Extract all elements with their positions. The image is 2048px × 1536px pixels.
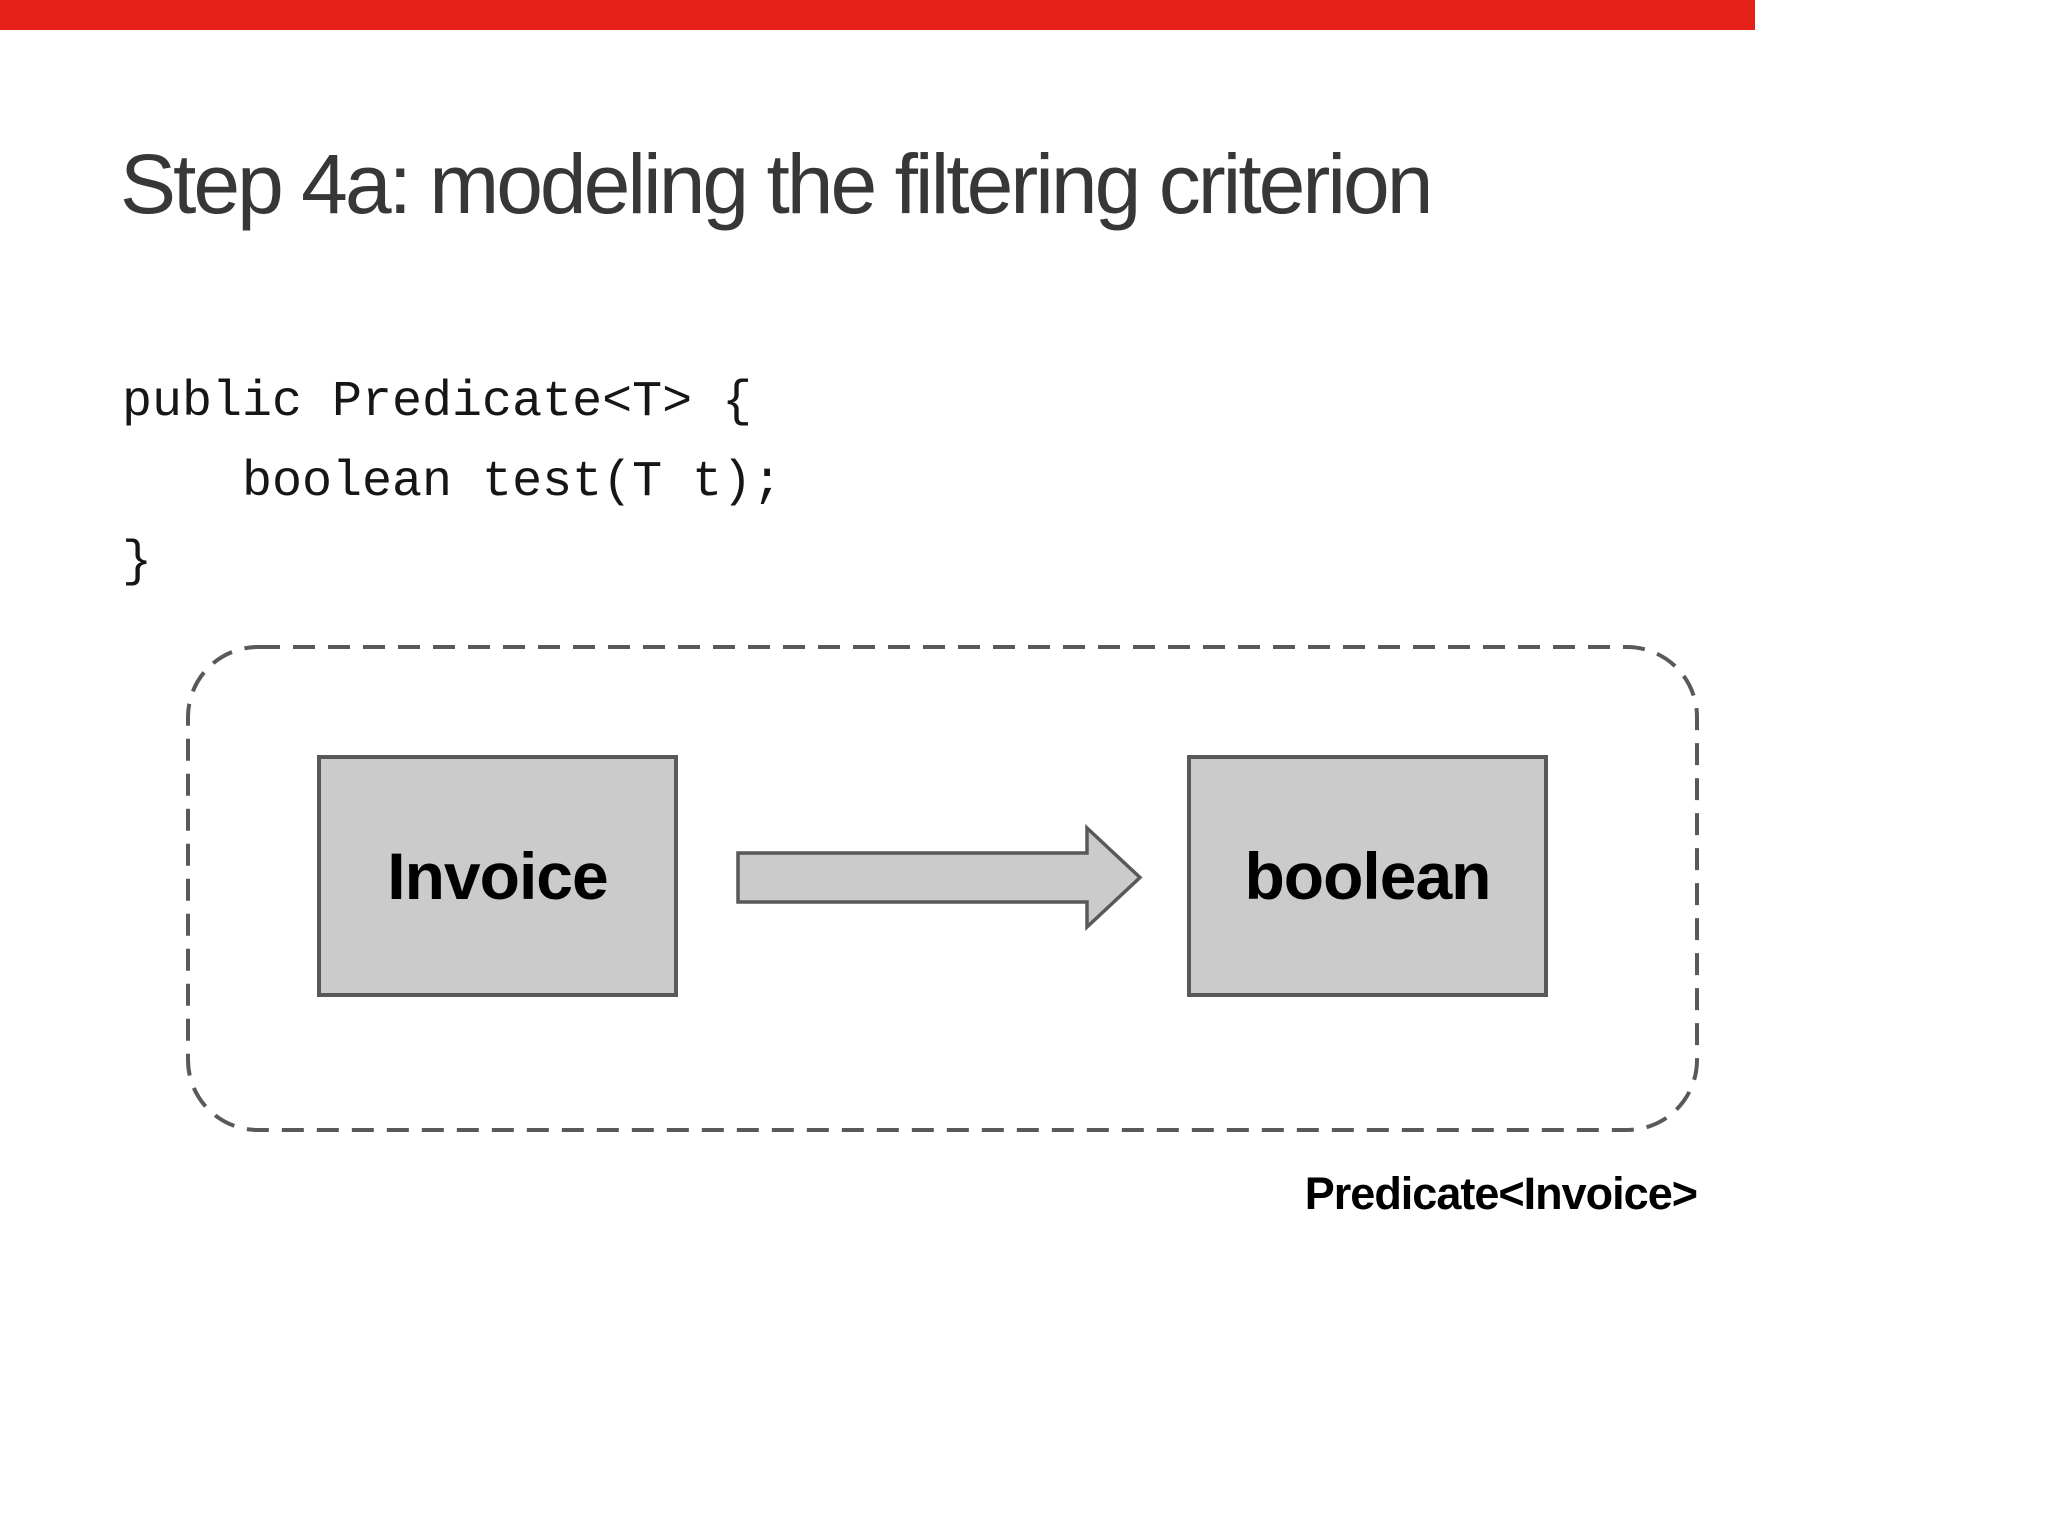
boolean-box: boolean [1187,755,1548,997]
right-arrow-icon [736,823,1143,932]
invoice-box: Invoice [317,755,678,997]
code-line: } [122,534,153,591]
code-line: public Predicate<T> { [122,374,753,431]
boolean-box-label: boolean [1244,839,1491,913]
predicate-invoice-caption: Predicate<Invoice> [1304,1168,1698,1219]
predicate-boundary-dashed-rect [186,645,1699,1132]
invoice-box-label: Invoice [387,839,608,913]
video-progress-bar[interactable] [0,0,1755,30]
code-block: public Predicate<T> { boolean test(T t);… [122,363,782,603]
code-line: boolean test(T t); [122,454,783,511]
slide-title: Step 4a: modeling the filtering criterio… [120,137,1433,231]
